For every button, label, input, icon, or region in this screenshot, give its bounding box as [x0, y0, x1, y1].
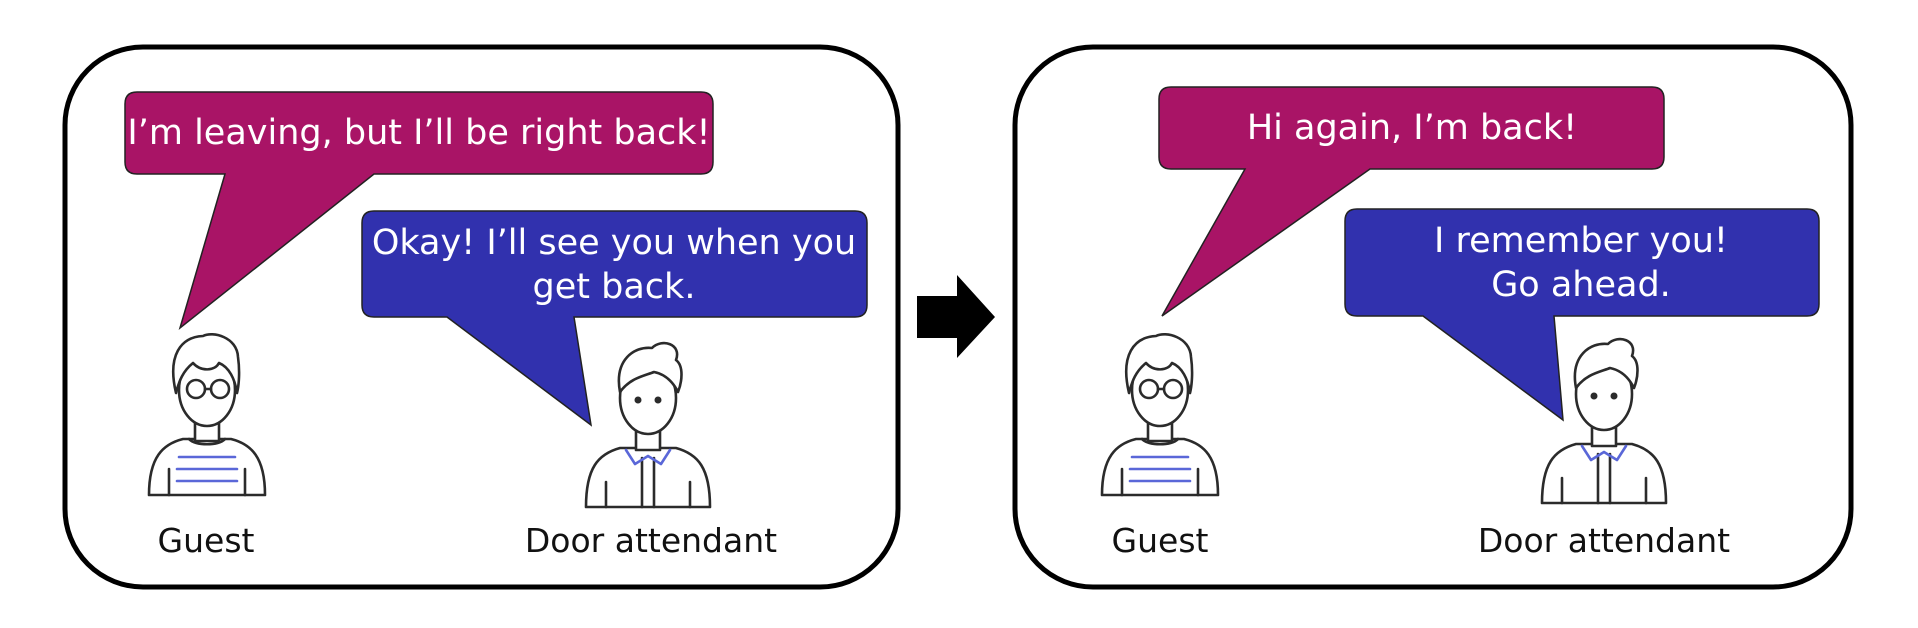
- guest-bubble-shape: [1158, 86, 1665, 317]
- panel-right: Hi again, I’m back! I remember you! Go a…: [1012, 44, 1854, 590]
- guest-bubble-shape: [124, 91, 714, 331]
- guest-label: Guest: [158, 521, 255, 560]
- attendant-bubble-line-2: get back.: [533, 267, 696, 307]
- attendant-speech-bubble: I remember you! Go ahead.: [1344, 208, 1820, 422]
- attendant-bubble-shape: [361, 210, 868, 427]
- attendant-bubble-line-1: I remember you!: [1434, 221, 1728, 261]
- attendant-speech-bubble: Okay! I’ll see you when you get back.: [361, 210, 868, 427]
- door-attendant-label: Door attendant: [525, 521, 777, 560]
- door-attendant-label: Door attendant: [1478, 521, 1730, 560]
- attendant-bubble-line-1: Okay! I’ll see you when you: [372, 223, 856, 263]
- guest-bubble-line-1: Hi again, I’m back!: [1247, 108, 1577, 148]
- guest-speech-bubble: Hi again, I’m back!: [1158, 86, 1665, 317]
- attendant-bubble-shape: [1344, 208, 1820, 422]
- attendant-bubble-line-2: Go ahead.: [1491, 265, 1671, 305]
- right-arrow-icon: [917, 275, 995, 358]
- guest-speech-bubble: I’m leaving, but I’ll be right back!: [124, 91, 714, 331]
- panel-left: I’m leaving, but I’ll be right back! Oka…: [62, 44, 901, 590]
- guest-label: Guest: [1112, 521, 1209, 560]
- guest-bubble-line-1: I’m leaving, but I’ll be right back!: [127, 113, 710, 153]
